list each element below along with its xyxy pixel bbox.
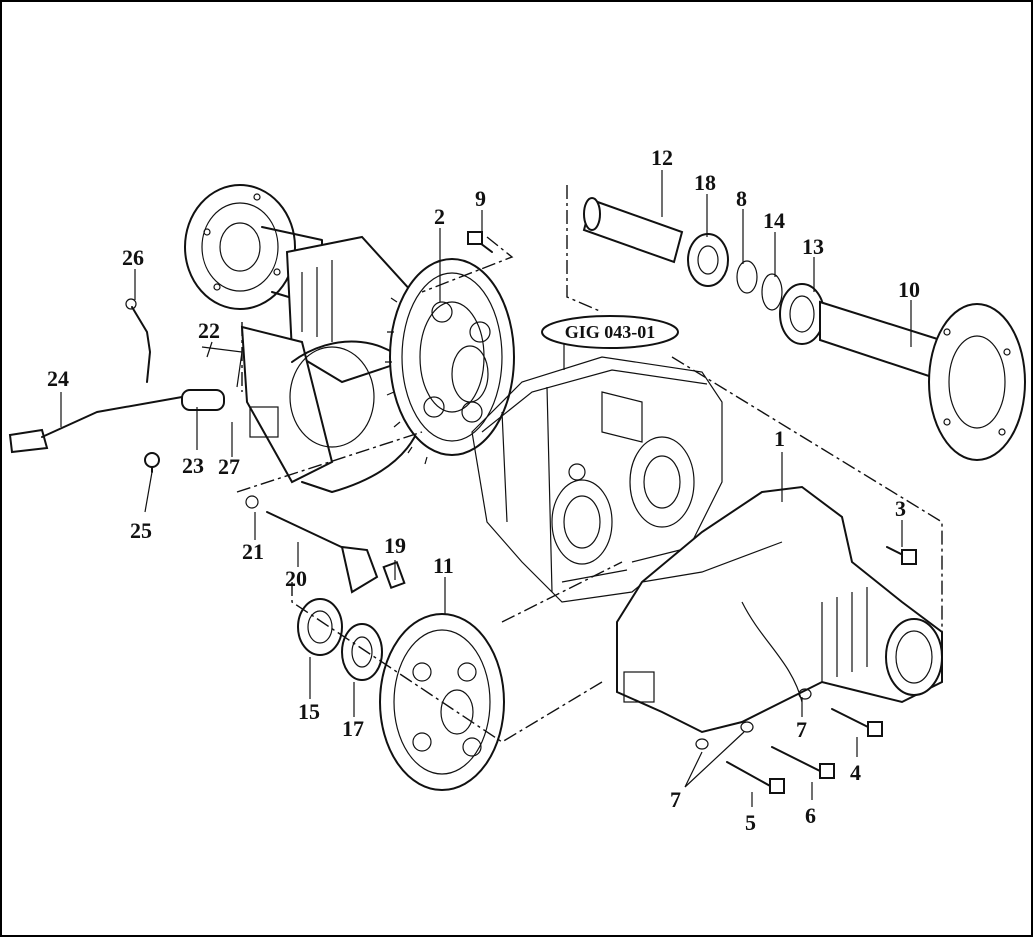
reference-code-text: GIG 043-01 — [565, 322, 656, 342]
callout-labels: 1 2 3 4 5 6 7 7 8 9 10 11 12 13 14 15 17… — [47, 145, 920, 835]
callout-27: 27 — [218, 454, 240, 479]
callout-23: 23 — [182, 453, 204, 478]
pedal-linkage — [8, 231, 493, 473]
callout-22: 22 — [198, 318, 220, 343]
callout-7b: 7 — [670, 787, 681, 812]
callout-20: 20 — [285, 566, 307, 591]
right-axle-housing — [616, 485, 943, 734]
seal-15 — [297, 598, 343, 656]
callout-17: 17 — [342, 716, 364, 741]
callout-14: 14 — [763, 208, 785, 233]
callout-21: 21 — [242, 539, 264, 564]
callout-2: 2 — [434, 204, 445, 229]
shaft-20 — [245, 495, 406, 594]
callout-24: 24 — [47, 366, 69, 391]
bolts — [695, 546, 917, 794]
callout-8: 8 — [736, 186, 747, 211]
callout-7a: 7 — [796, 717, 807, 742]
reference-code-badge: GIG 043-01 — [541, 315, 679, 349]
leader-lines — [60, 170, 912, 807]
callout-15: 15 — [298, 699, 320, 724]
callout-3: 3 — [895, 496, 906, 521]
gear-2 — [385, 258, 515, 465]
callout-4: 4 — [850, 760, 861, 785]
callout-13: 13 — [802, 234, 824, 259]
callout-10: 10 — [898, 277, 920, 302]
left-axle-housing — [184, 184, 425, 493]
transmission-housing — [471, 356, 723, 603]
axle-shaft-assembly — [582, 197, 1026, 461]
callout-18: 18 — [694, 170, 716, 195]
assembly-lines — [236, 185, 943, 743]
callout-9: 9 — [475, 186, 486, 211]
callout-6: 6 — [805, 803, 816, 828]
callout-25: 25 — [130, 518, 152, 543]
callout-19: 19 — [384, 533, 406, 558]
callout-26: 26 — [122, 245, 144, 270]
callout-11: 11 — [433, 553, 454, 578]
bearing-17 — [341, 623, 383, 681]
callout-5: 5 — [745, 810, 756, 835]
callout-12: 12 — [651, 145, 673, 170]
callout-1: 1 — [774, 426, 785, 451]
